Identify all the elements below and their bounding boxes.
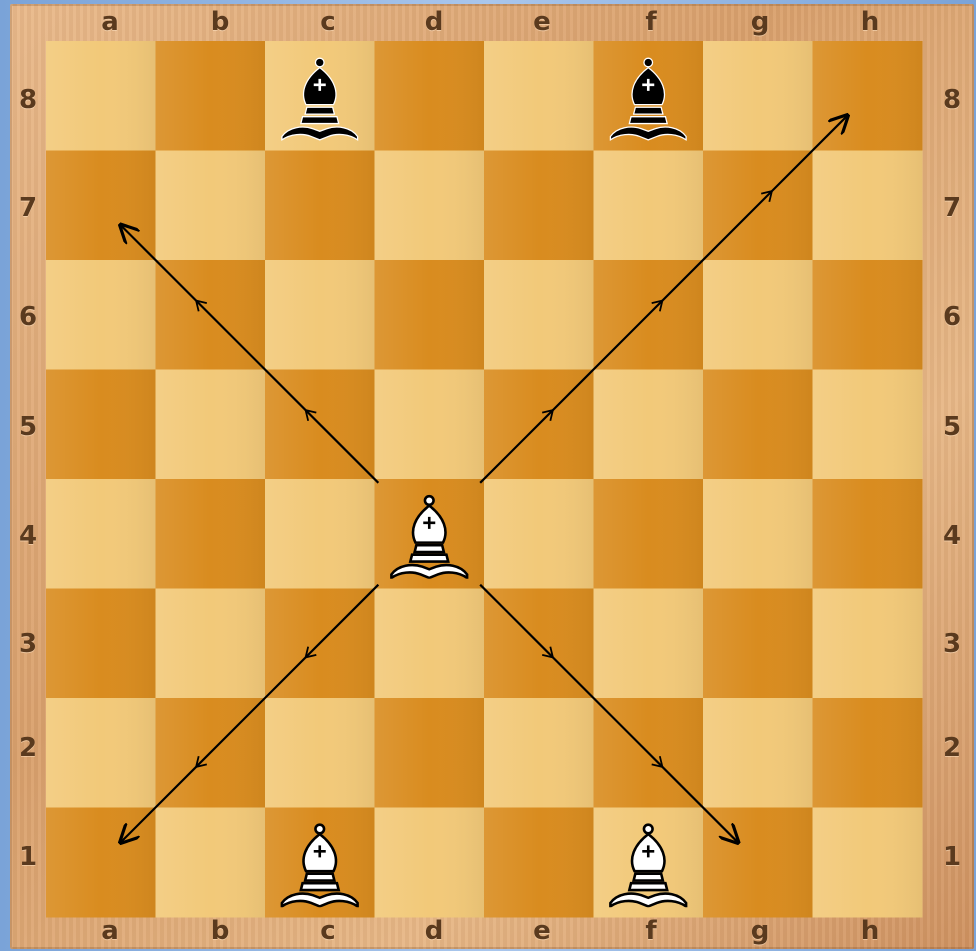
square-grain bbox=[484, 698, 594, 808]
square-grain bbox=[375, 808, 485, 918]
square-grain bbox=[484, 479, 594, 589]
square-grain bbox=[813, 370, 923, 480]
square-grain bbox=[813, 808, 923, 918]
square-grain bbox=[156, 479, 266, 589]
square-grain bbox=[265, 479, 375, 589]
square-grain bbox=[375, 589, 485, 699]
square-grain bbox=[46, 41, 156, 151]
square-grain bbox=[156, 589, 266, 699]
square-grain bbox=[703, 260, 813, 370]
square-grain bbox=[375, 41, 485, 151]
square-grain bbox=[813, 589, 923, 699]
square-grain bbox=[813, 698, 923, 808]
square-grain bbox=[484, 41, 594, 151]
square-grain bbox=[703, 41, 813, 151]
square-grain bbox=[594, 370, 704, 480]
square-grain bbox=[375, 260, 485, 370]
square-grain bbox=[46, 370, 156, 480]
board-frame: a b c d e f g h a b c d e f g h 8 7 6 5 … bbox=[10, 4, 974, 949]
square-grain bbox=[265, 698, 375, 808]
square-grain bbox=[46, 589, 156, 699]
square-grain bbox=[813, 260, 923, 370]
square-grain bbox=[156, 151, 266, 261]
square-grain bbox=[46, 479, 156, 589]
square-grain bbox=[156, 370, 266, 480]
square-grain bbox=[594, 151, 704, 261]
square-grain bbox=[375, 151, 485, 261]
square-grain bbox=[156, 41, 266, 151]
square-grain bbox=[703, 479, 813, 589]
square-grain bbox=[813, 151, 923, 261]
chessboard bbox=[10, 4, 974, 949]
square-grain bbox=[484, 151, 594, 261]
square-grain bbox=[375, 698, 485, 808]
square-grain bbox=[703, 698, 813, 808]
square-grain bbox=[265, 260, 375, 370]
square-grain bbox=[375, 370, 485, 480]
square-grain bbox=[594, 479, 704, 589]
square-grain bbox=[484, 808, 594, 918]
square-grain bbox=[813, 479, 923, 589]
square-grain bbox=[703, 370, 813, 480]
square-grain bbox=[484, 260, 594, 370]
square-grain bbox=[46, 698, 156, 808]
square-grain bbox=[46, 260, 156, 370]
square-grain bbox=[703, 589, 813, 699]
square-grain bbox=[156, 808, 266, 918]
square-grain bbox=[594, 589, 704, 699]
square-grain bbox=[265, 151, 375, 261]
